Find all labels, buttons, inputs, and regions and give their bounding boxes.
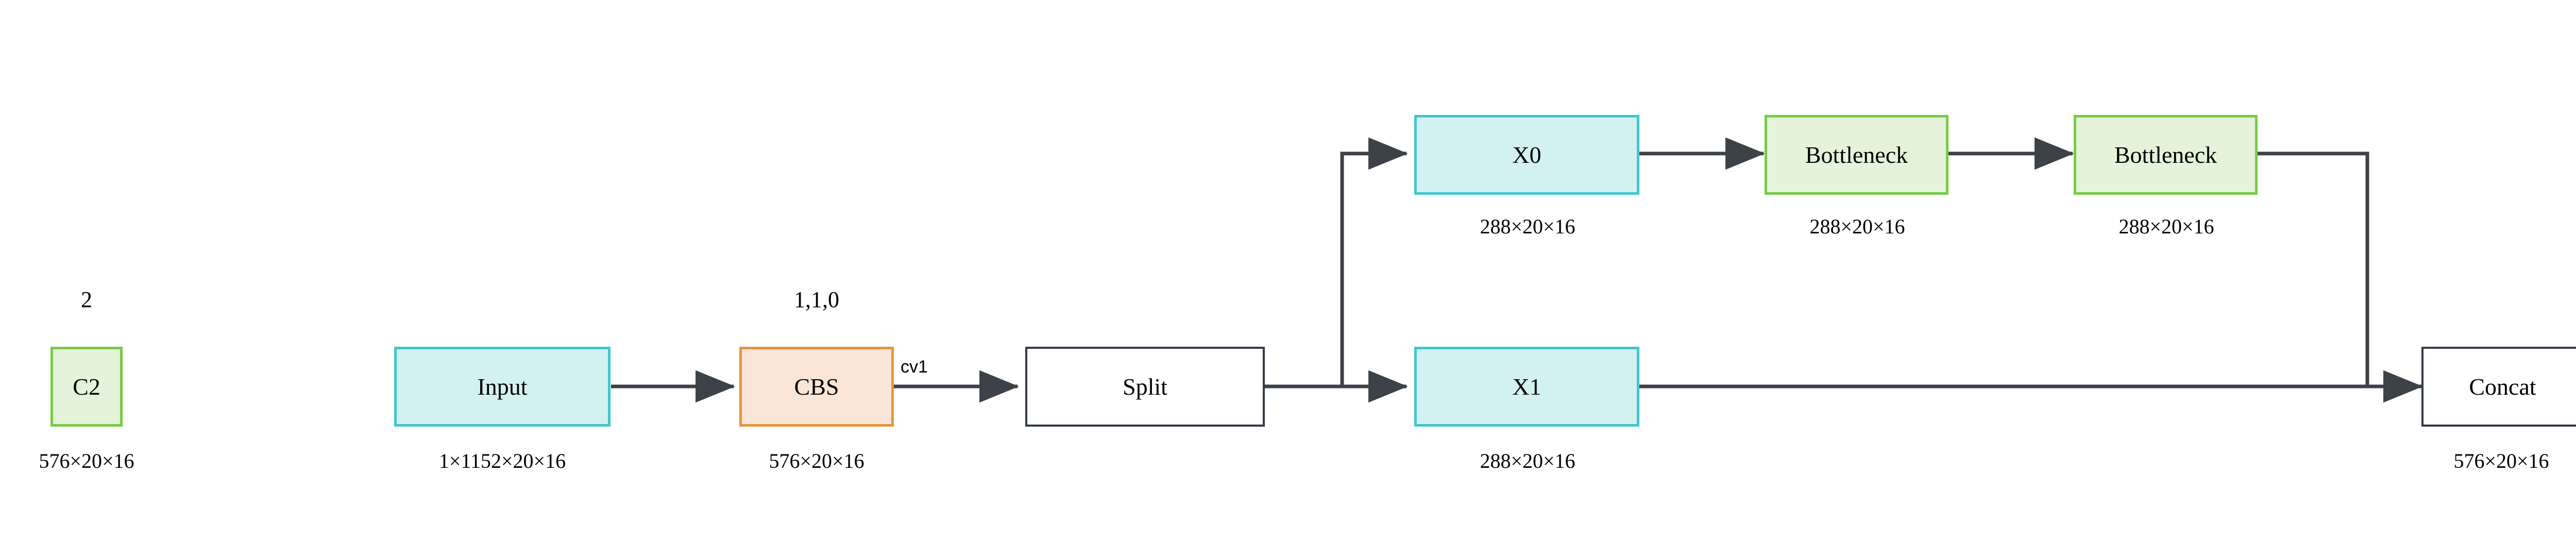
dim-x0: 288×20×16 [1480,215,1575,238]
node-bottleneck1-label: Bottleneck [1805,141,1908,168]
node-concat-label: Concat [2469,373,2536,400]
node-bottleneck2-label: Bottleneck [2114,141,2217,168]
dim-input: 1×1152×20×16 [438,449,566,472]
dim-c2: 576×20×16 [39,449,134,472]
node-cbs1[interactable]: CBS [739,347,894,427]
node-x1[interactable]: X1 [1414,347,1639,427]
edge-split-to-x0 [1340,137,1408,386]
dim-bottleneck1: 288×20×16 [1809,215,1905,238]
param-c2: 2 [81,287,92,312]
dim-concat: 576×20×16 [2453,449,2549,472]
node-c2[interactable]: C2 [50,347,123,427]
node-x1-label: X1 [1512,373,1541,400]
dim-x1: 288×20×16 [1480,449,1575,472]
node-input-label: Input [477,373,528,400]
node-split[interactable]: Split [1025,347,1265,427]
node-x0-label: X0 [1512,141,1541,168]
dim-cbs1: 576×20×16 [769,449,865,472]
node-x0[interactable]: X0 [1414,115,1639,195]
edge-label-cv1: cv1 [901,357,928,377]
node-cbs1-label: CBS [794,373,839,400]
param-cbs1: 1,1,0 [794,287,839,312]
node-concat[interactable]: Concat [2421,347,2576,427]
node-c2-label: C2 [73,373,100,400]
dim-bottleneck2: 288×20×16 [2119,215,2214,238]
edge-bottleneck2-to-concat [2258,151,2369,386]
node-bottleneck2[interactable]: Bottleneck [2074,115,2258,195]
node-input[interactable]: Input [394,347,611,427]
node-bottleneck1[interactable]: Bottleneck [1765,115,1948,195]
node-split-label: Split [1123,373,1167,400]
